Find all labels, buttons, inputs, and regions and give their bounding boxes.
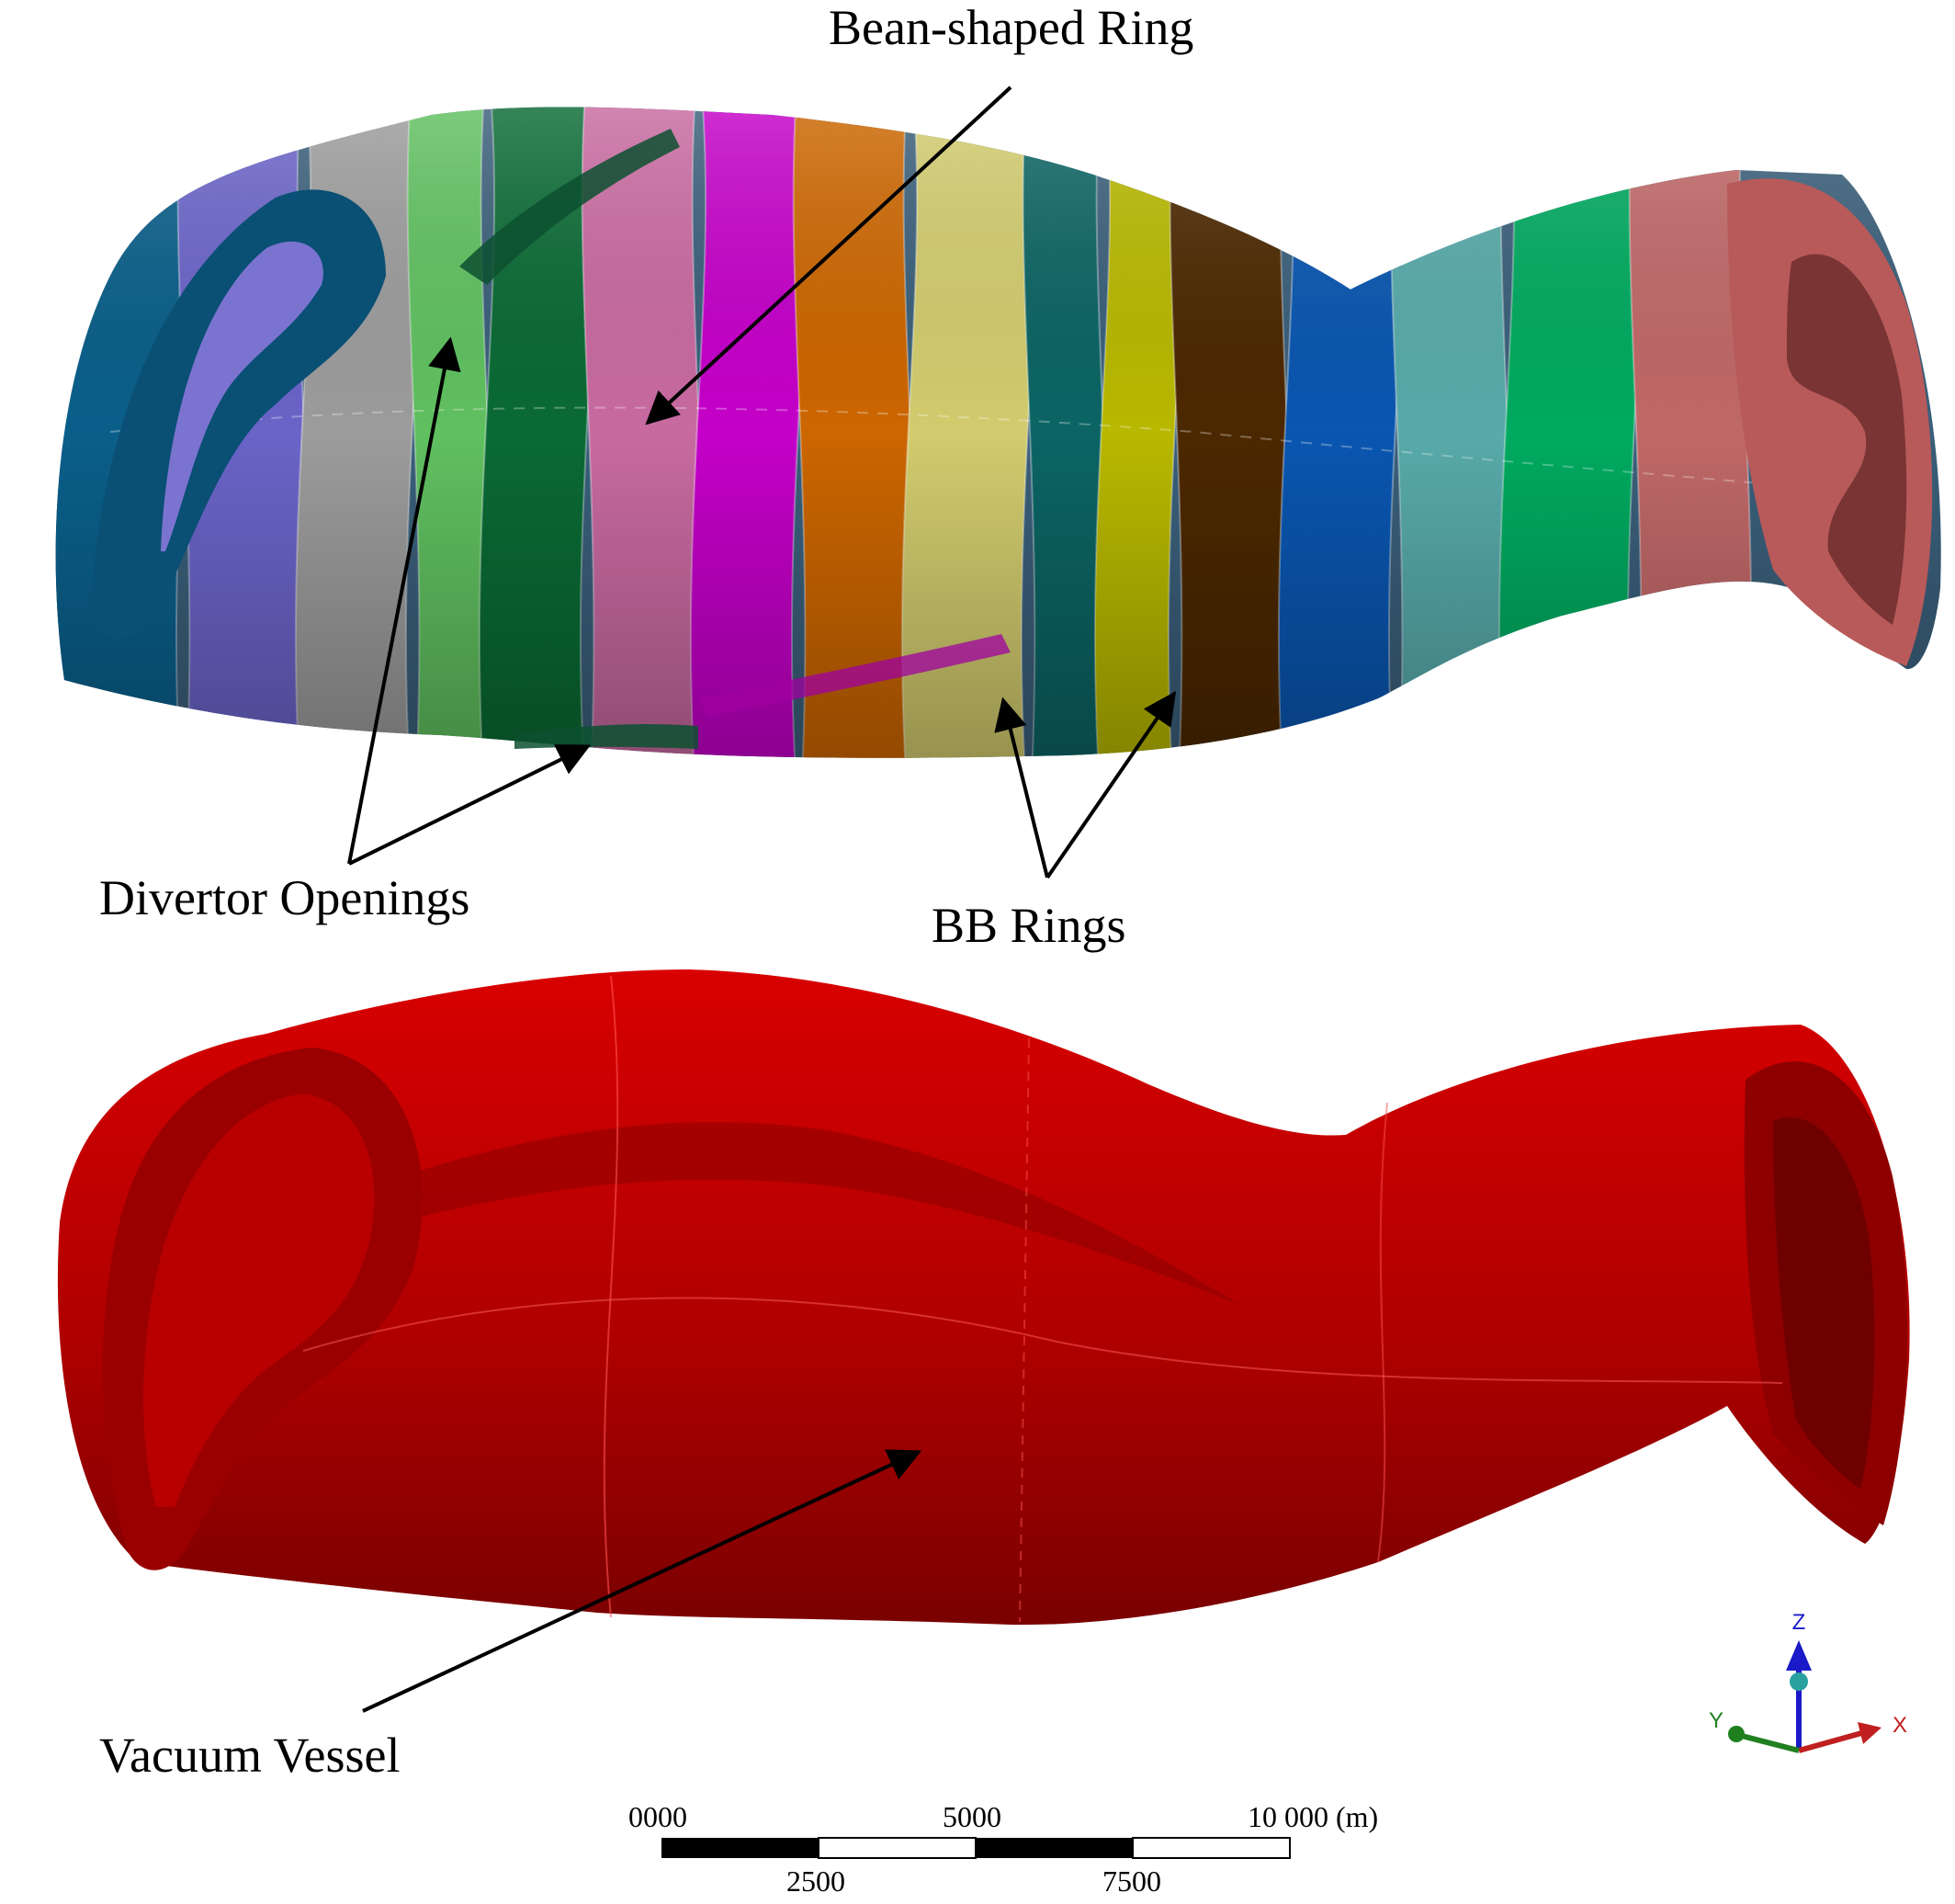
axis-x-arrowhead [1858,1722,1882,1744]
scale-seg-4 [1132,1837,1291,1859]
axis-z-arrowhead [1786,1640,1812,1671]
axis-x-label: X [1893,1713,1907,1738]
arrow-divertor-opening-2 [348,744,592,866]
arrow-divertor-opening-1 [347,336,461,865]
scale-label-10000: 10 000 (m) [1248,1800,1378,1833]
blanket-shading [55,107,1941,758]
scale-seg-2 [818,1837,977,1859]
vacuum-vessel-left-opening-inner [143,1094,375,1507]
scale-label-2500: 2500 [786,1864,845,1898]
right-opening-inner [1787,254,1907,625]
axis-y-line [1737,1732,1800,1753]
scale-label-0000: 0000 [628,1800,687,1833]
axis-origin-knob [1790,1672,1808,1691]
divertor-slot-lower [514,724,698,749]
axis-x-line [1798,1729,1866,1753]
left-opening-inner [161,241,323,551]
label-vacuum-vessel: Vacuum Vessel [99,1728,400,1783]
scale-label-5000: 5000 [943,1800,1001,1833]
scale-bar: 0000 5000 10 000 (m) 2500 7500 [628,1800,1378,1898]
vacuum-vessel-seam-3 [1377,1102,1388,1563]
vacuum-vessel-seam-2 [1019,1037,1030,1623]
scale-label-7500: 7500 [1102,1864,1161,1898]
vacuum-vessel-midline [302,1297,1783,1384]
blanket-rings-model [55,107,1941,758]
arrow-vacuum-vessel [362,1449,922,1713]
label-divertor-openings: Divertor Openings [99,870,469,925]
arrow-bean-shaped-ring [645,85,1012,425]
divertor-slot-upper [459,129,680,285]
arrow-bb-ring-1 [994,697,1049,878]
vacuum-vessel-saddle-shadow [303,1122,1240,1305]
label-bb-rings: BB Rings [932,898,1126,953]
arrow-bb-ring-2 [1045,691,1177,879]
vacuum-vessel-seam-1 [603,975,619,1618]
annotation-arrows [347,85,1177,1713]
axis-y-label: Y [1709,1708,1723,1733]
label-bean-shaped-ring: Bean-shaped Ring [829,0,1193,55]
divertor-slot-lower-2 [698,634,1011,717]
scale-seg-3 [976,1838,1133,1858]
axis-y-knob [1728,1726,1745,1742]
vacuum-vessel-body [57,969,1910,1626]
vacuum-vessel-right-opening-inner [1773,1117,1875,1489]
vacuum-vessel-model [57,969,1910,1626]
axis-z-label: Z [1792,1610,1806,1635]
scale-seg-1 [661,1838,819,1858]
axis-triad: Z X Y [1709,1610,1907,1753]
